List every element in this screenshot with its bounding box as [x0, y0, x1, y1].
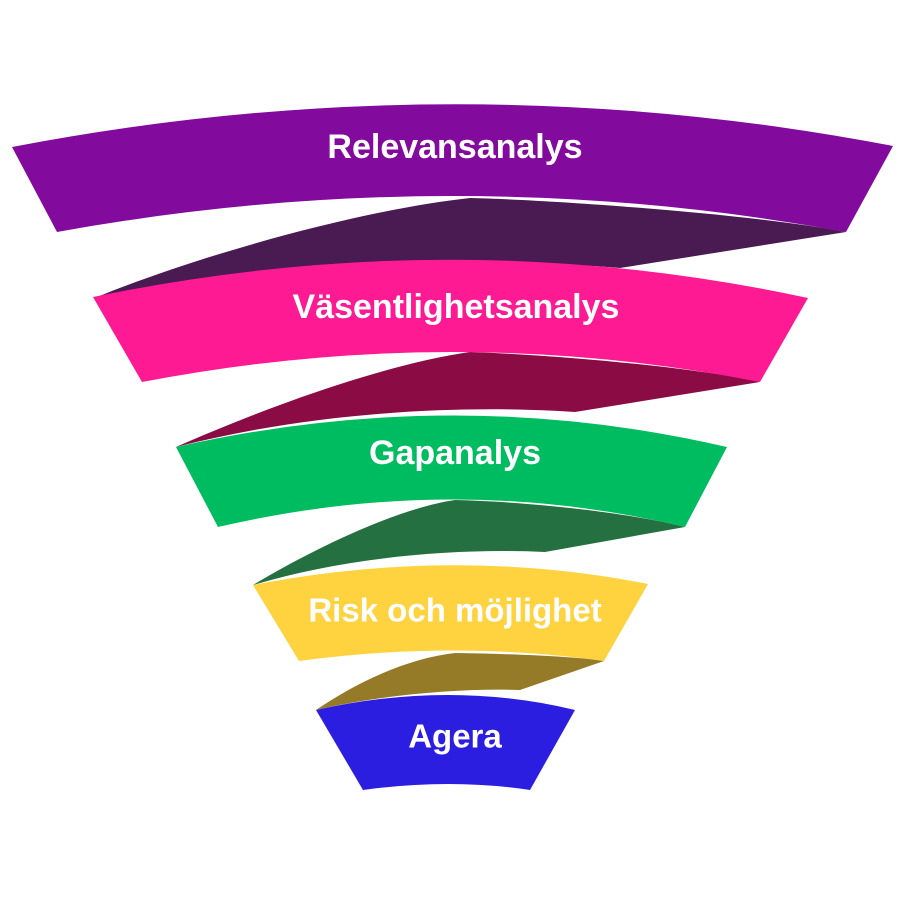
stage-band-risk-och-mojlighet	[253, 565, 648, 661]
stage-label-relevansanalys: Relevansanalys	[327, 128, 582, 166]
stage-label-vasentlighetsanalys: Väsentlighetsanalys	[293, 288, 620, 326]
twist-3	[253, 500, 685, 585]
stage-band-vasentlighetsanalys	[93, 259, 808, 382]
stage-label-risk-och-mojlighet: Risk och möjlighet	[308, 592, 601, 629]
stage-label-gapanalys: Gapanalys	[369, 434, 541, 472]
stage-label-agera: Agera	[408, 718, 502, 755]
stage-band-gapanalys	[176, 415, 727, 527]
stage-band-agera	[316, 695, 575, 790]
stage-band-relevansanalys	[12, 104, 893, 232]
twist-4	[316, 653, 604, 710]
twist-2	[176, 352, 760, 447]
